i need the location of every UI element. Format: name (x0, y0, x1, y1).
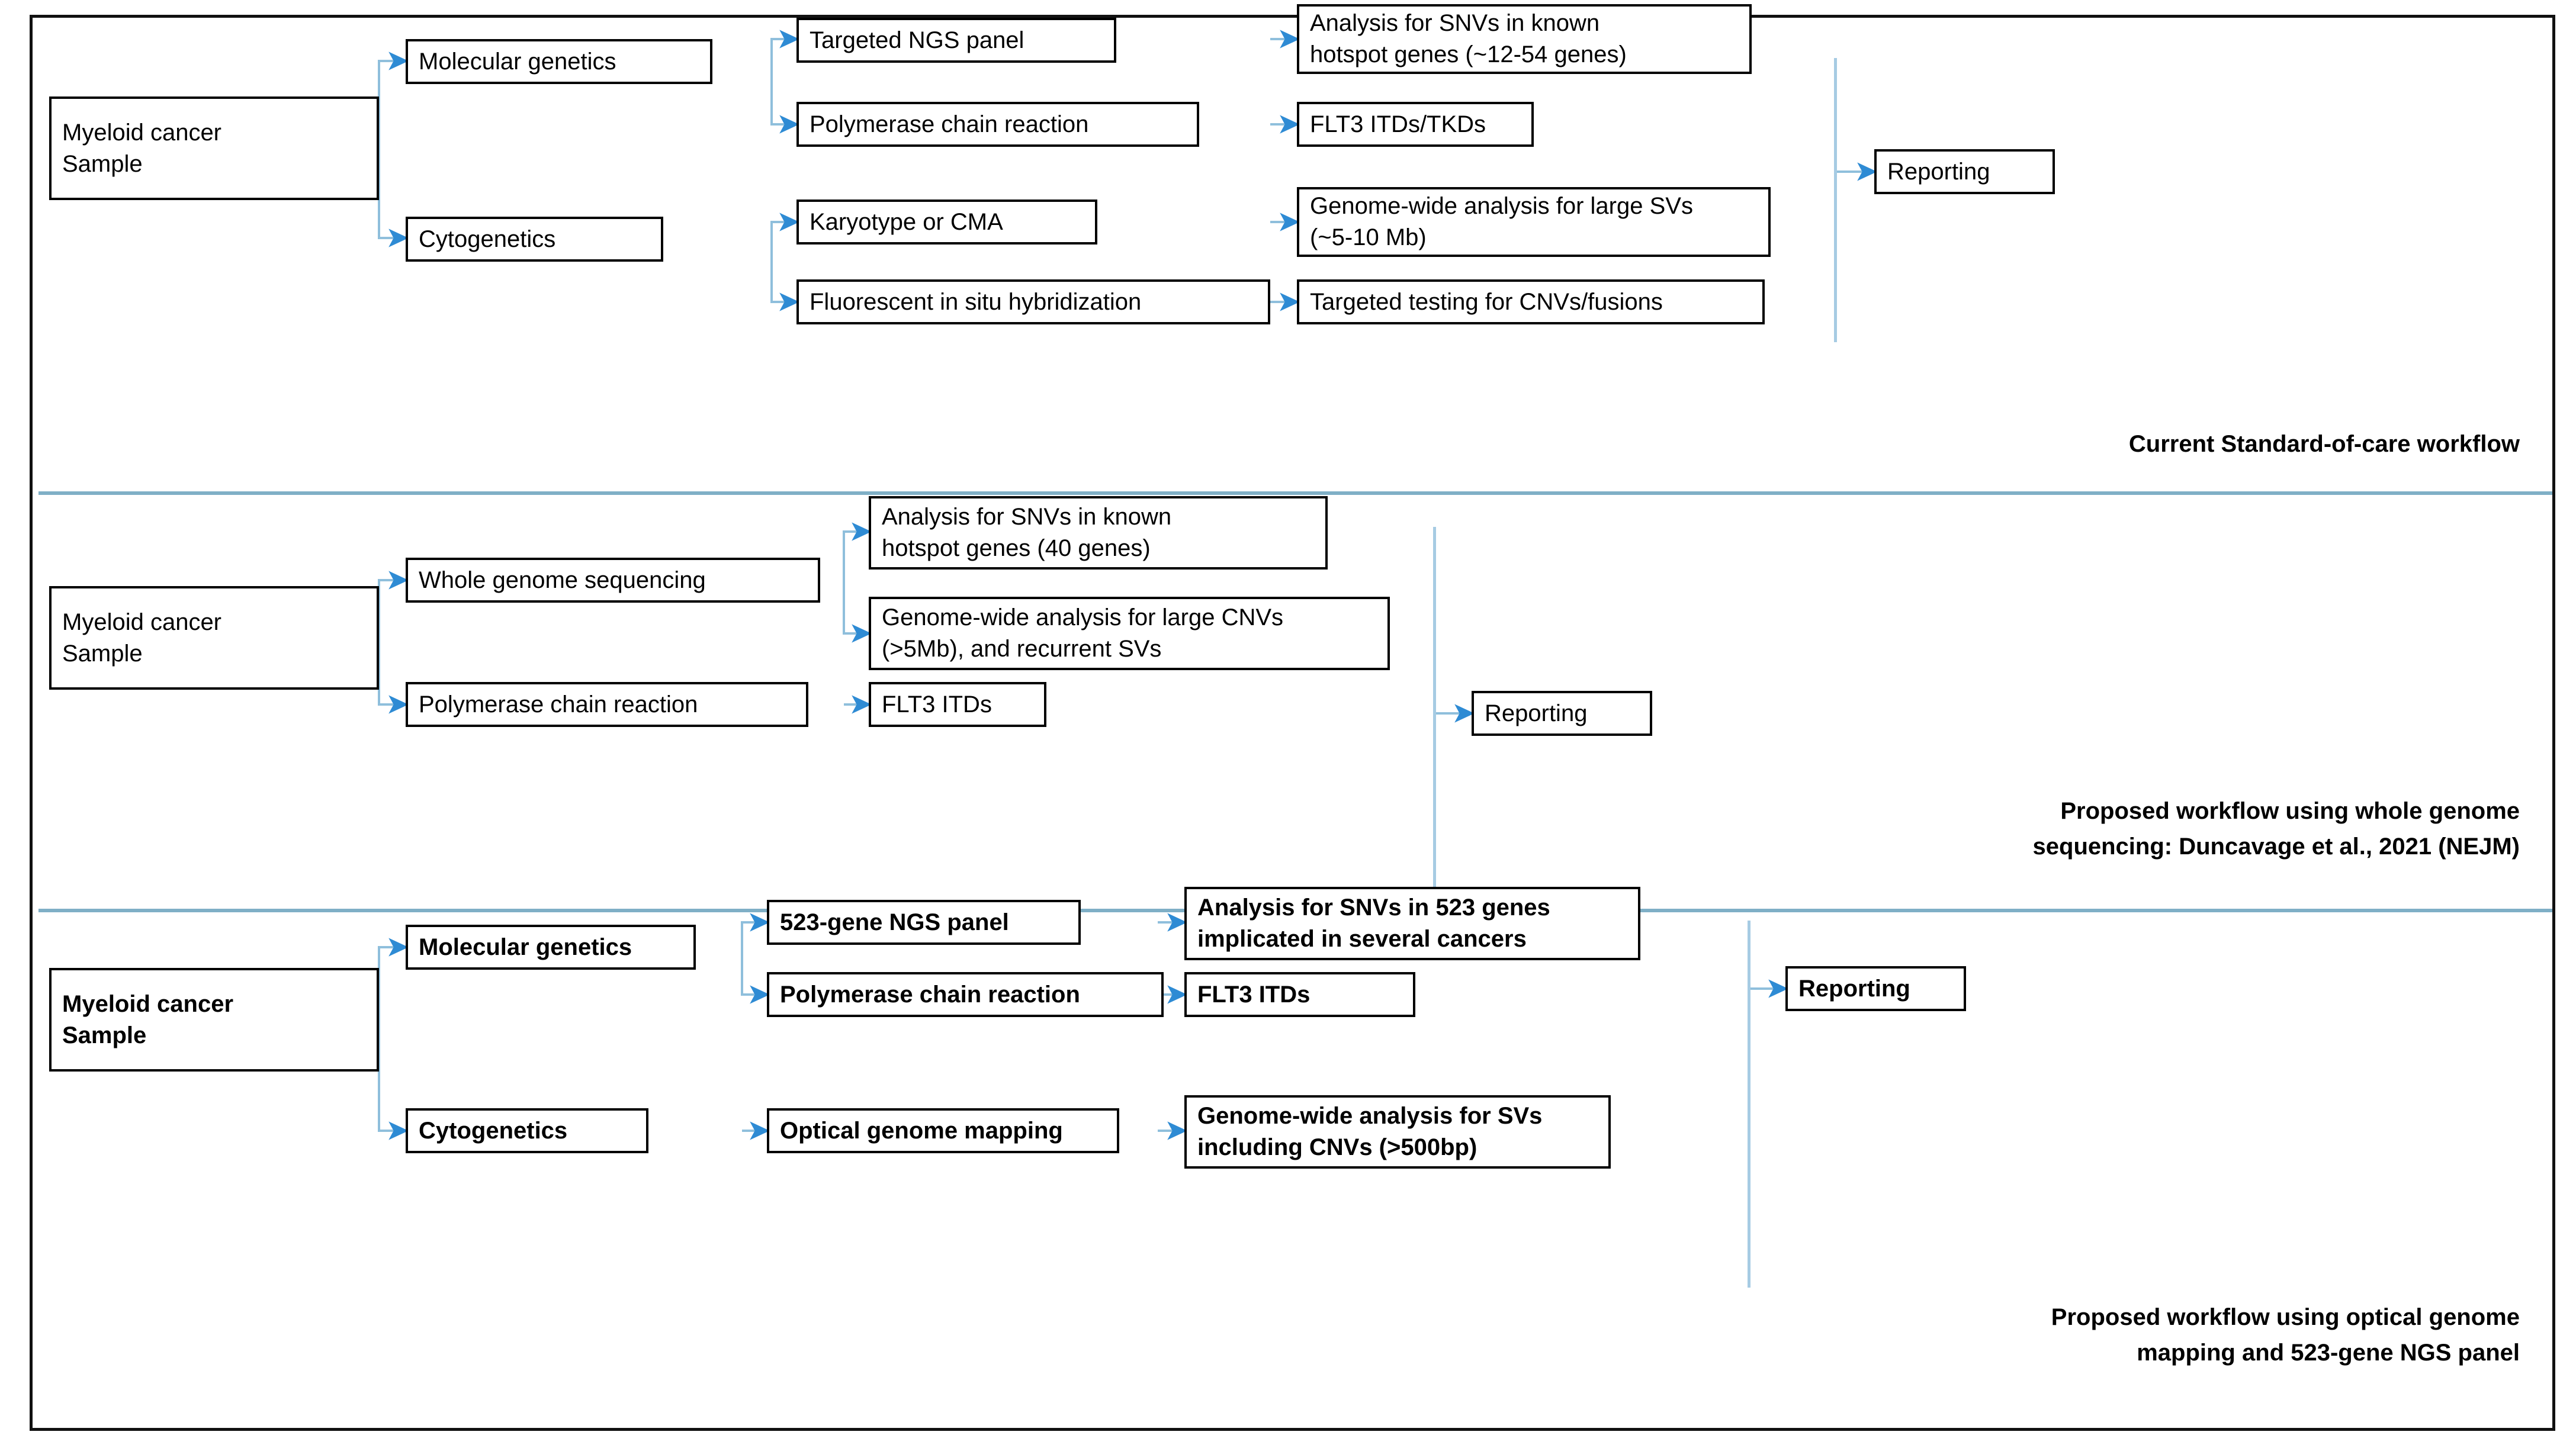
sample-line-1: Myeloid cancer (62, 119, 222, 146)
collector-line-panel-3 (1748, 921, 1750, 1288)
sample-line-2: Sample (62, 150, 143, 177)
pcr-box-panel-3[interactable]: Polymerase chain reaction (767, 972, 1164, 1017)
flt3-result-panel-1[interactable]: FLT3 ITDs/TKDs (1297, 102, 1534, 147)
large-sv-result-panel-1[interactable]: Genome-wide analysis for large SVs (~5-1… (1297, 187, 1771, 257)
panel-separator-1 (38, 491, 2552, 495)
caption-panel-1: Current Standard-of-care workflow (2128, 431, 2520, 457)
collector-line-panel-1 (1834, 58, 1837, 342)
connector-layer (378, 30, 1877, 1140)
cytogenetics-box-panel-1[interactable]: Cytogenetics (406, 217, 663, 262)
whole-genome-sequencing-box[interactable]: Whole genome sequencing (406, 558, 820, 603)
figure-frame: Myeloid cancer Sample Molecular genetics… (30, 4, 2555, 1431)
snv-analysis-result-panel-2[interactable]: Analysis for SNVs in known hotspot genes… (869, 496, 1328, 570)
caption-panel-3: Proposed workflow using optical genome m… (2051, 1304, 2520, 1366)
cnv-fusions-result-panel-1[interactable]: Targeted testing for CNVs/fusions (1297, 279, 1765, 324)
optical-genome-mapping-box[interactable]: Optical genome mapping (767, 1108, 1119, 1153)
pcr-box-panel-2[interactable]: Polymerase chain reaction (406, 682, 808, 727)
flt3-result-panel-2[interactable]: FLT3 ITDs (869, 682, 1046, 727)
fish-box[interactable]: Fluorescent in situ hybridization (796, 279, 1270, 324)
molecular-genetics-box-panel-1[interactable]: Molecular genetics (406, 39, 712, 84)
collector-line-panel-2 (1433, 527, 1436, 894)
reporting-box-panel-2[interactable]: Reporting (1472, 691, 1652, 736)
snv-523-result-panel-3[interactable]: Analysis for SNVs in 523 genes implicate… (1184, 887, 1640, 960)
cytogenetics-box-panel-3[interactable]: Cytogenetics (406, 1108, 648, 1153)
snv-analysis-result-panel-1[interactable]: Analysis for SNVs in known hotspot genes… (1297, 4, 1752, 74)
ngs-523-gene-panel-box[interactable]: 523-gene NGS panel (767, 900, 1081, 945)
karyotype-or-cma-box[interactable]: Karyotype or CMA (796, 200, 1097, 244)
caption-panel-2: Proposed workflow using whole genome seq… (2032, 798, 2520, 860)
sv-cnv-result-panel-3[interactable]: Genome-wide analysis for SVs including C… (1184, 1095, 1611, 1169)
sample-box-panel-3[interactable]: Myeloid cancer Sample (49, 968, 379, 1072)
molecular-genetics-box-panel-3[interactable]: Molecular genetics (406, 925, 696, 970)
large-cnv-result-panel-2[interactable]: Genome-wide analysis for large CNVs (>5M… (869, 597, 1390, 670)
flt3-result-panel-3[interactable]: FLT3 ITDs (1184, 972, 1415, 1017)
sample-box-panel-2[interactable]: Myeloid cancer Sample (49, 586, 379, 690)
reporting-box-panel-1[interactable]: Reporting (1874, 149, 2055, 194)
targeted-ngs-panel-box[interactable]: Targeted NGS panel (796, 18, 1116, 63)
pcr-box-panel-1[interactable]: Polymerase chain reaction (796, 102, 1199, 147)
reporting-box-panel-3[interactable]: Reporting (1785, 966, 1966, 1011)
sample-box-panel-1[interactable]: Myeloid cancer Sample (49, 96, 379, 200)
